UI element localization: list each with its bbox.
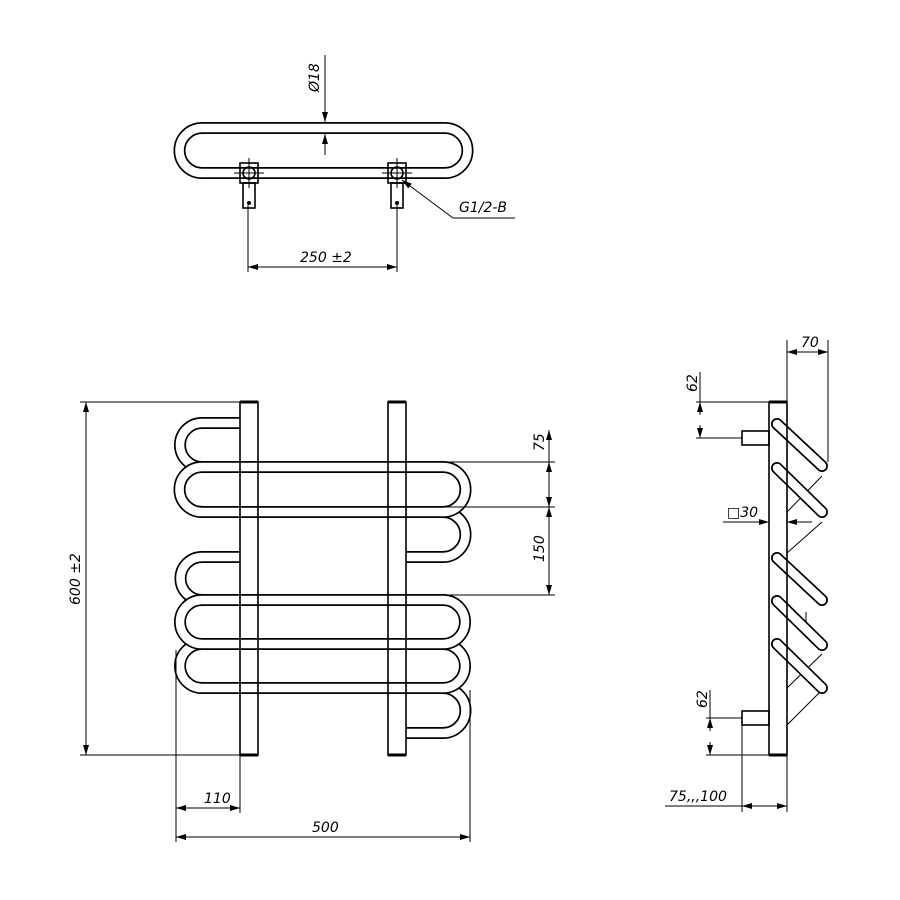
pipe-diameter-label: Ø18 xyxy=(307,63,323,93)
fitting-right xyxy=(382,158,412,209)
pitch-small-label: 75 xyxy=(532,433,548,451)
side-view: 70 62 62 □30 75,,,100 xyxy=(665,335,829,812)
front-view: 600 ±2 75 150 110 500 xyxy=(68,400,555,842)
connection-bottom-label: 62 xyxy=(695,690,711,708)
side-bars xyxy=(771,418,828,694)
width-label: 500 xyxy=(312,820,339,836)
profile-label: □30 xyxy=(727,505,758,521)
depth-label: 70 xyxy=(801,335,819,351)
thread-label: G1/2-B xyxy=(459,200,507,216)
connection-top-label: 62 xyxy=(685,374,701,392)
pitch-large-label: 150 xyxy=(532,535,548,562)
side-post xyxy=(768,401,788,756)
fitting-left xyxy=(234,158,264,209)
top-connection-nipple xyxy=(741,430,770,446)
height-label: 600 ±2 xyxy=(68,553,84,605)
wall-distance-label: 75,,,100 xyxy=(669,789,727,805)
bottom-connection-nipple xyxy=(741,710,770,726)
top-view: Ø18 G1/2-B 250 ±2 xyxy=(173,55,515,272)
connection-spacing-label: 250 ±2 xyxy=(300,250,352,266)
offset-label: 110 xyxy=(204,791,231,807)
serpentine-tube xyxy=(173,417,472,739)
vertical-posts xyxy=(239,400,407,757)
